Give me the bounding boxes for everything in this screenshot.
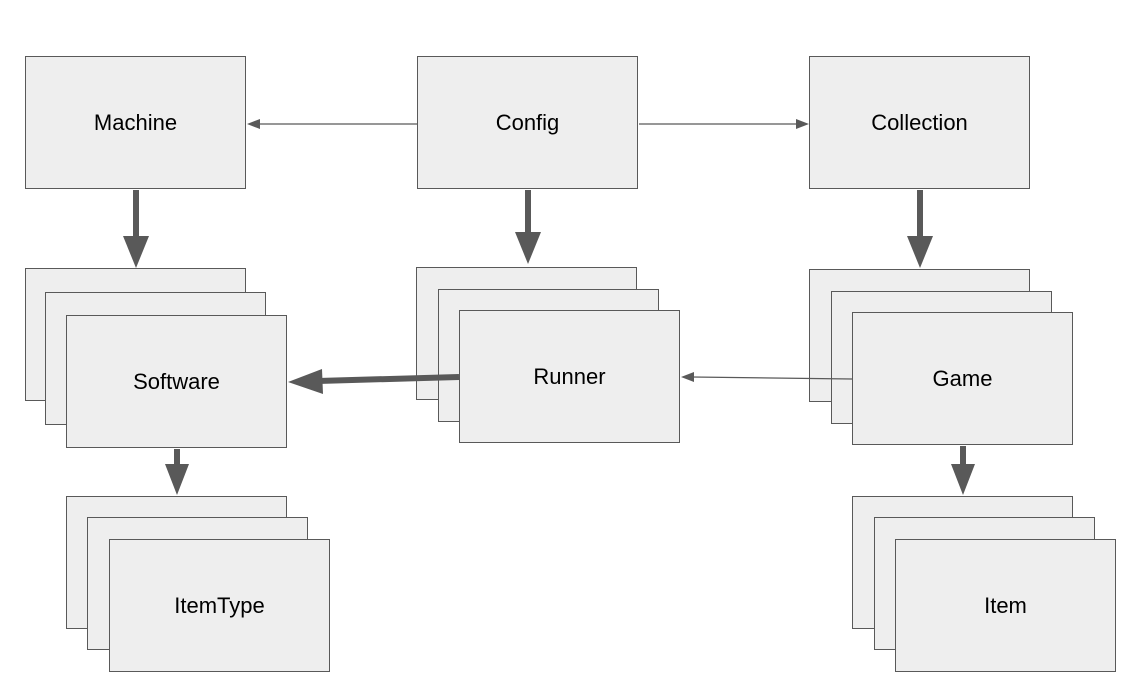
- config-label: Config: [495, 109, 560, 135]
- arrow-runner-to-software: [288, 369, 460, 394]
- arrow-config-to-runner: [515, 190, 541, 264]
- runner-node: Runner: [459, 310, 680, 443]
- machine-label: Machine: [93, 109, 178, 135]
- runner-label: Runner: [533, 363, 606, 389]
- game-label: Game: [932, 365, 993, 391]
- software-node: Software: [66, 315, 287, 448]
- arrow-machine-to-software: [123, 190, 149, 268]
- item-node: Item: [895, 539, 1116, 672]
- collection-label: Collection: [871, 109, 968, 135]
- arrow-game-to-runner: [681, 372, 853, 382]
- collection-node: Collection: [809, 56, 1030, 189]
- item-label: Item: [984, 592, 1027, 618]
- arrow-collection-to-game: [907, 190, 933, 268]
- machine-node: Machine: [25, 56, 246, 189]
- software-label: Software: [133, 368, 220, 394]
- config-node: Config: [417, 56, 638, 189]
- itemtype-label: ItemType: [174, 592, 265, 618]
- itemtype-node: ItemType: [109, 539, 330, 672]
- arrow-config-to-collection: [639, 119, 809, 129]
- arrow-game-to-item: [951, 446, 975, 495]
- game-node: Game: [852, 312, 1073, 445]
- arrow-software-to-itemtype: [165, 449, 189, 495]
- arrow-config-to-machine: [247, 119, 417, 129]
